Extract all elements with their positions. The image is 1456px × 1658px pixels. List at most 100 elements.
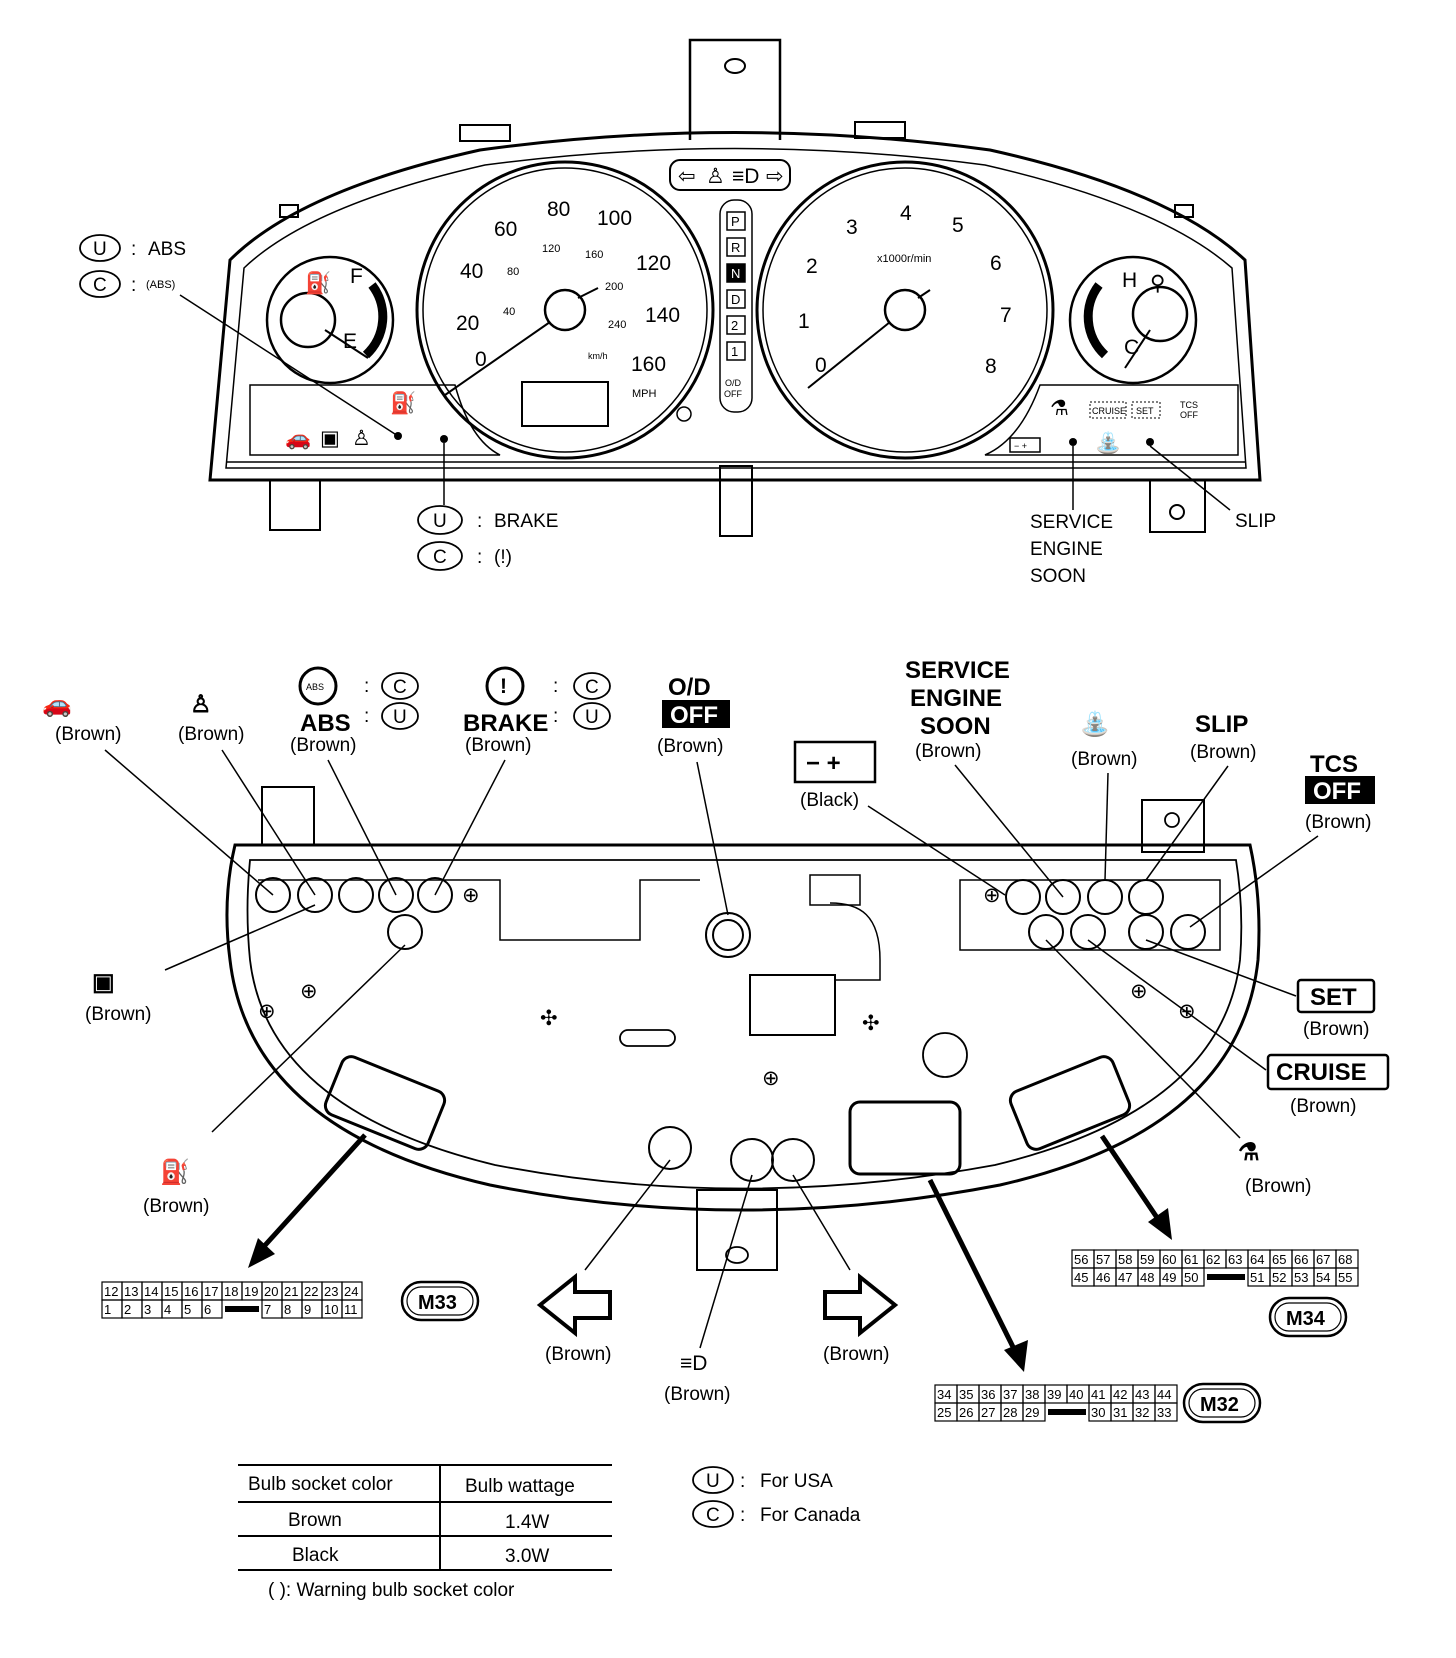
service-line1: SERVICE <box>1030 512 1113 533</box>
svg-text:⚗: ⚗ <box>1238 1139 1260 1166</box>
bulb-cruise-label: CRUISE <box>1276 1059 1367 1086</box>
speedo-kmh-tick: 240 <box>608 319 626 331</box>
svg-text:⛲: ⛲ <box>1080 710 1110 738</box>
speedo-kmh-tick: 40 <box>503 306 515 318</box>
bulb-cruise-color: (Brown) <box>1290 1096 1357 1117</box>
pin-cell <box>1335 1267 1359 1287</box>
callout-slip: SLIP <box>1149 445 1276 532</box>
tacho-tick: 4 <box>900 202 912 225</box>
bulb-tcs-label: TCS <box>1310 751 1358 778</box>
bulb-oil-color: (Brown) <box>1245 1176 1312 1197</box>
bulb-od-off-label: OFF <box>670 702 718 729</box>
c-mark: C <box>585 677 599 698</box>
colon: : <box>553 676 558 697</box>
od-off-line1: O/D <box>725 378 742 388</box>
legend-c-abs: (ABS) <box>146 279 175 291</box>
svg-text:⊕: ⊕ <box>762 1067 780 1090</box>
svg-text:⊕: ⊕ <box>300 980 318 1003</box>
pin-number: 36 <box>981 1387 995 1402</box>
fuel-empty-label: E <box>343 330 357 353</box>
pin-number: 26 <box>959 1405 973 1420</box>
legend-brake: U : BRAKE C : (!) <box>417 443 558 571</box>
pin-number: 65 <box>1272 1252 1286 1267</box>
svg-text:⛽: ⛽ <box>390 390 416 415</box>
tacho-tick: 8 <box>985 355 997 378</box>
svg-text:♙: ♙ <box>190 691 212 718</box>
fuel-full-label: F <box>350 265 363 288</box>
svg-text:⚗: ⚗ <box>1050 397 1069 420</box>
pin-number: 43 <box>1135 1387 1149 1402</box>
legend-colon: : <box>131 275 136 296</box>
speedo-kmh-ticks: 40 80 120 160 200 240 <box>503 243 626 331</box>
pin-number: 34 <box>937 1387 951 1402</box>
connector-name: M33 <box>418 1292 457 1314</box>
bulb-brake-label: BRAKE <box>463 710 548 737</box>
legend-colon: : <box>740 1505 745 1526</box>
bulb-abs-color: (Brown) <box>290 735 357 756</box>
speedo-tick: 120 <box>636 252 671 275</box>
speedo-tick: 80 <box>547 198 570 221</box>
speedo-tick: 0 <box>475 348 487 371</box>
pin-number: 62 <box>1206 1252 1220 1267</box>
colon: : <box>364 676 369 697</box>
legend-c-mark: C <box>93 275 107 296</box>
bulb-service-line2: ENGINE <box>910 685 1002 712</box>
socket-group-right: ⊕ <box>983 879 1206 950</box>
legend-c-brake: (!) <box>494 547 512 568</box>
pin-number: 1 <box>104 1302 111 1317</box>
table-cell: 3.0W <box>505 1546 549 1567</box>
service-line2: ENGINE <box>1030 539 1103 560</box>
pin-number: 49 <box>1162 1270 1176 1285</box>
svg-text:⇨: ⇨ <box>766 165 784 188</box>
bulb-od-label: O/D <box>668 674 711 701</box>
table-cell: Brown <box>288 1510 342 1531</box>
pin-number: 50 <box>1184 1270 1198 1285</box>
temp-hot-label: H <box>1122 269 1137 292</box>
pin-number: 67 <box>1316 1252 1330 1267</box>
bulb-abs-label: ABS <box>300 710 351 737</box>
pin-number: 17 <box>204 1284 218 1299</box>
callout-service-engine-soon: SERVICE ENGINE SOON <box>1030 446 1113 587</box>
bulb-seatbelt-color: (Brown) <box>178 724 245 745</box>
temp-cold-label: C <box>1124 336 1139 359</box>
pin-number: 31 <box>1113 1405 1127 1420</box>
bulb-slip-color: (Brown) <box>1190 742 1257 763</box>
pin-number: 48 <box>1140 1270 1154 1285</box>
pin-number: 32 <box>1135 1405 1149 1420</box>
legend-u-brake: BRAKE <box>494 511 558 532</box>
gear-d: D <box>731 292 740 307</box>
pin-number: 40 <box>1069 1387 1083 1402</box>
pin-number: 15 <box>164 1284 178 1299</box>
svg-text:♙: ♙ <box>352 427 371 450</box>
legend-u-text: For USA <box>760 1471 833 1492</box>
cluster-cruise-lamp: CRUISE <box>1092 406 1126 416</box>
bulb-od-color: (Brown) <box>657 736 724 757</box>
pin-number: 54 <box>1316 1270 1330 1285</box>
pin-number: 25 <box>937 1405 951 1420</box>
pin-number: 63 <box>1228 1252 1242 1267</box>
table-note: ( ): Warning bulb socket color <box>268 1580 515 1601</box>
cluster-tcs-lamp: TCS <box>1180 400 1198 410</box>
bulb-set-label: SET <box>1310 984 1357 1011</box>
cluster-rear-view: ⊕ ⊕ ⊕ ⊕ ⊕ ⊕ ✣ ✣ ⊕ <box>225 786 1261 1271</box>
pin-number: 2 <box>124 1302 131 1317</box>
pin-number: 5 <box>184 1302 191 1317</box>
legend-colon: : <box>477 547 482 568</box>
legend-colon: : <box>477 511 482 532</box>
svg-text:✣: ✣ <box>540 1007 558 1030</box>
pin-number: 11 <box>344 1302 358 1317</box>
pin-number: 10 <box>324 1302 338 1317</box>
speedo-mph-ticks: 0 20 40 60 80 100 120 140 160 <box>456 198 680 376</box>
svg-text:▣: ▣ <box>92 969 115 996</box>
bulb-battery-color: (Black) <box>800 790 859 811</box>
gear-2: 2 <box>731 318 738 333</box>
connector-badge-inner <box>1188 1388 1256 1418</box>
speedo-tick: 60 <box>494 218 517 241</box>
pin-number: 52 <box>1272 1270 1286 1285</box>
gear-p: P <box>731 214 740 229</box>
bulb-washer-color: (Brown) <box>1071 749 1138 770</box>
legend-abs: U : ABS C : (ABS) <box>79 234 399 437</box>
